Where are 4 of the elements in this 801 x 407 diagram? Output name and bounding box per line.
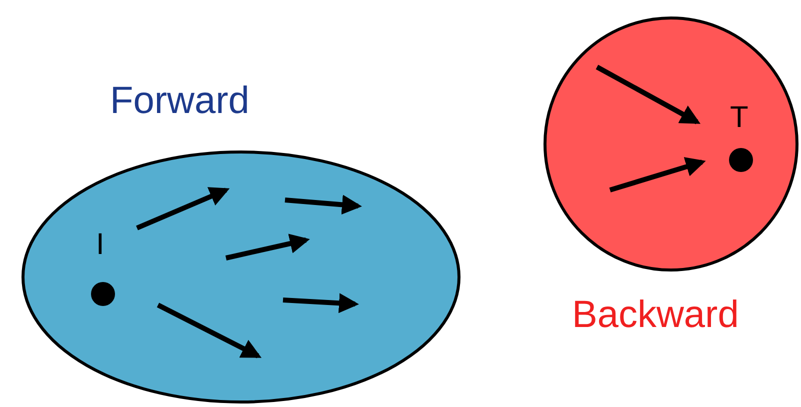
region-heading: Forward xyxy=(110,80,250,123)
point-label: T xyxy=(730,103,748,133)
point-label: I xyxy=(96,230,104,260)
region-heading: Backward xyxy=(572,294,739,337)
